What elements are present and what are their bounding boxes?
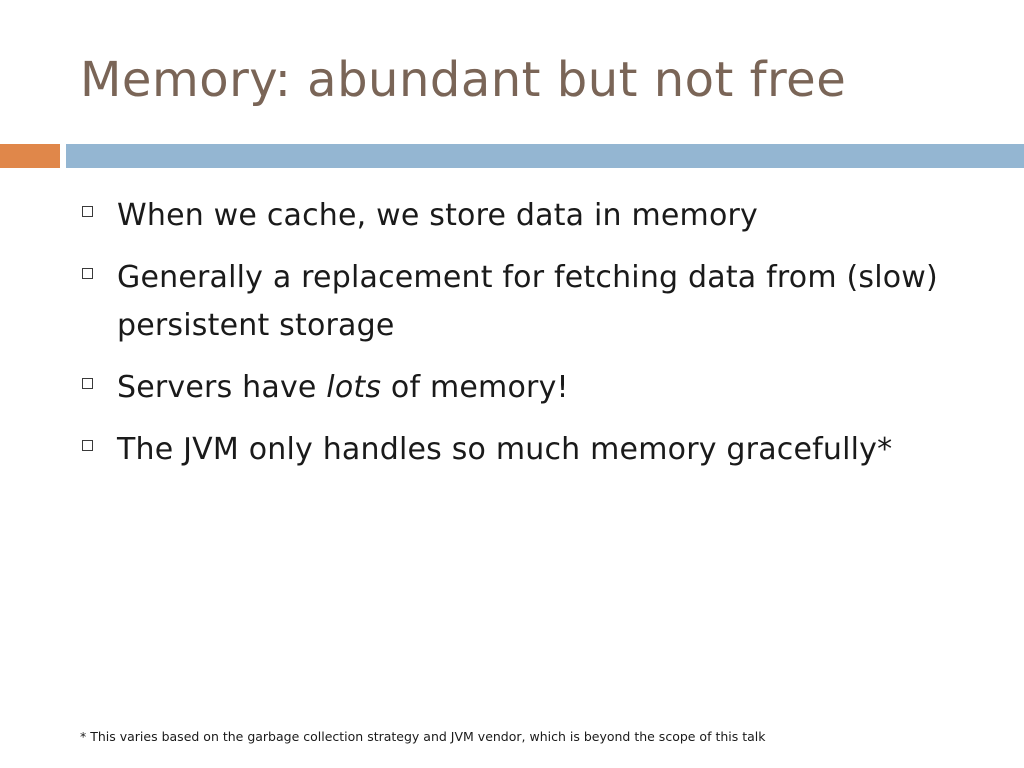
hollow-square-icon [82, 206, 93, 217]
hollow-square-icon [82, 268, 93, 279]
bullet-text: Generally a replacement for fetching dat… [117, 260, 938, 343]
hollow-square-icon [82, 440, 93, 451]
hollow-square-icon [82, 378, 93, 389]
accent-bar-orange [0, 144, 60, 168]
bullet-item: Generally a replacement for fetching dat… [80, 254, 980, 350]
bullet-text: Servers have lots of memory! [117, 364, 569, 412]
footnote: * This varies based on the garbage colle… [80, 729, 766, 744]
bullet-item: The JVM only handles so much memory grac… [80, 426, 980, 474]
bullet-text-after: of memory! [381, 370, 569, 405]
bullet-text: The JVM only handles so much memory grac… [117, 432, 893, 467]
bullet-list: When we cache, we store data in memory G… [80, 192, 980, 488]
slide-title: Memory: abundant but not free [80, 52, 847, 108]
bullet-text-emphasis: lots [326, 370, 382, 405]
bullet-item: Servers have lots of memory! [80, 364, 980, 412]
accent-bar-blue [66, 144, 1024, 168]
bullet-text: When we cache, we store data in memory [117, 198, 759, 233]
bullet-text-before: Servers have [117, 370, 327, 405]
bullet-item: When we cache, we store data in memory [80, 192, 980, 240]
